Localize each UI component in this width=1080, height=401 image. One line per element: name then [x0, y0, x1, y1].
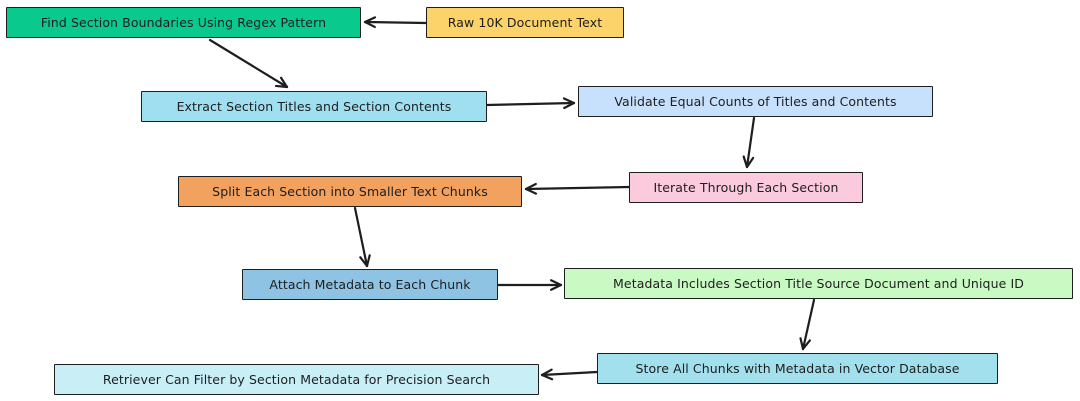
node-validate-equal-counts: Validate Equal Counts of Titles and Cont… [578, 86, 933, 117]
arrow-store_chunks-to-retriever_filter [540, 368, 599, 381]
node-metadata-includes: Metadata Includes Section Title Source D… [564, 268, 1073, 299]
node-label: Metadata Includes Section Title Source D… [613, 276, 1024, 291]
node-find-section-boundaries: Find Section Boundaries Using Regex Patt… [6, 7, 361, 38]
arrow-split_sections-to-attach_metadata [353, 206, 371, 268]
node-label: Store All Chunks with Metadata in Vector… [635, 361, 960, 376]
node-label: Attach Metadata to Each Chunk [269, 277, 471, 292]
arrow-iterate_sections-to-split_sections [524, 182, 631, 195]
node-attach-metadata: Attach Metadata to Each Chunk [242, 269, 498, 300]
node-store-chunks-vector-db: Store All Chunks with Metadata in Vector… [597, 353, 998, 384]
node-label: Raw 10K Document Text [447, 15, 603, 30]
node-label: Find Section Boundaries Using Regex Patt… [40, 15, 327, 30]
node-iterate-through-sections: Iterate Through Each Section [629, 172, 863, 203]
node-label: Extract Section Titles and Section Conte… [176, 99, 452, 114]
arrow-extract_titles-to-validate_counts [485, 97, 576, 110]
node-label: Retriever Can Filter by Section Metadata… [102, 372, 491, 387]
arrow-validate_counts-to-iterate_sections [742, 116, 756, 169]
arrow-raw_text-to-find_boundaries [363, 16, 428, 29]
node-retriever-filter: Retriever Can Filter by Section Metadata… [54, 364, 539, 395]
node-split-into-chunks: Split Each Section into Smaller Text Chu… [178, 176, 522, 207]
arrow-metadata_includes-to-store_chunks [799, 298, 816, 351]
node-label: Split Each Section into Smaller Text Chu… [212, 184, 488, 199]
node-raw-10k-document-text: Raw 10K Document Text [426, 7, 624, 38]
node-label: Validate Equal Counts of Titles and Cont… [614, 94, 897, 109]
arrow-find_boundaries-to-extract_titles [208, 38, 289, 89]
node-extract-section-titles: Extract Section Titles and Section Conte… [141, 91, 487, 122]
arrow-attach_metadata-to-metadata_includes [496, 279, 563, 291]
node-label: Iterate Through Each Section [653, 180, 839, 195]
